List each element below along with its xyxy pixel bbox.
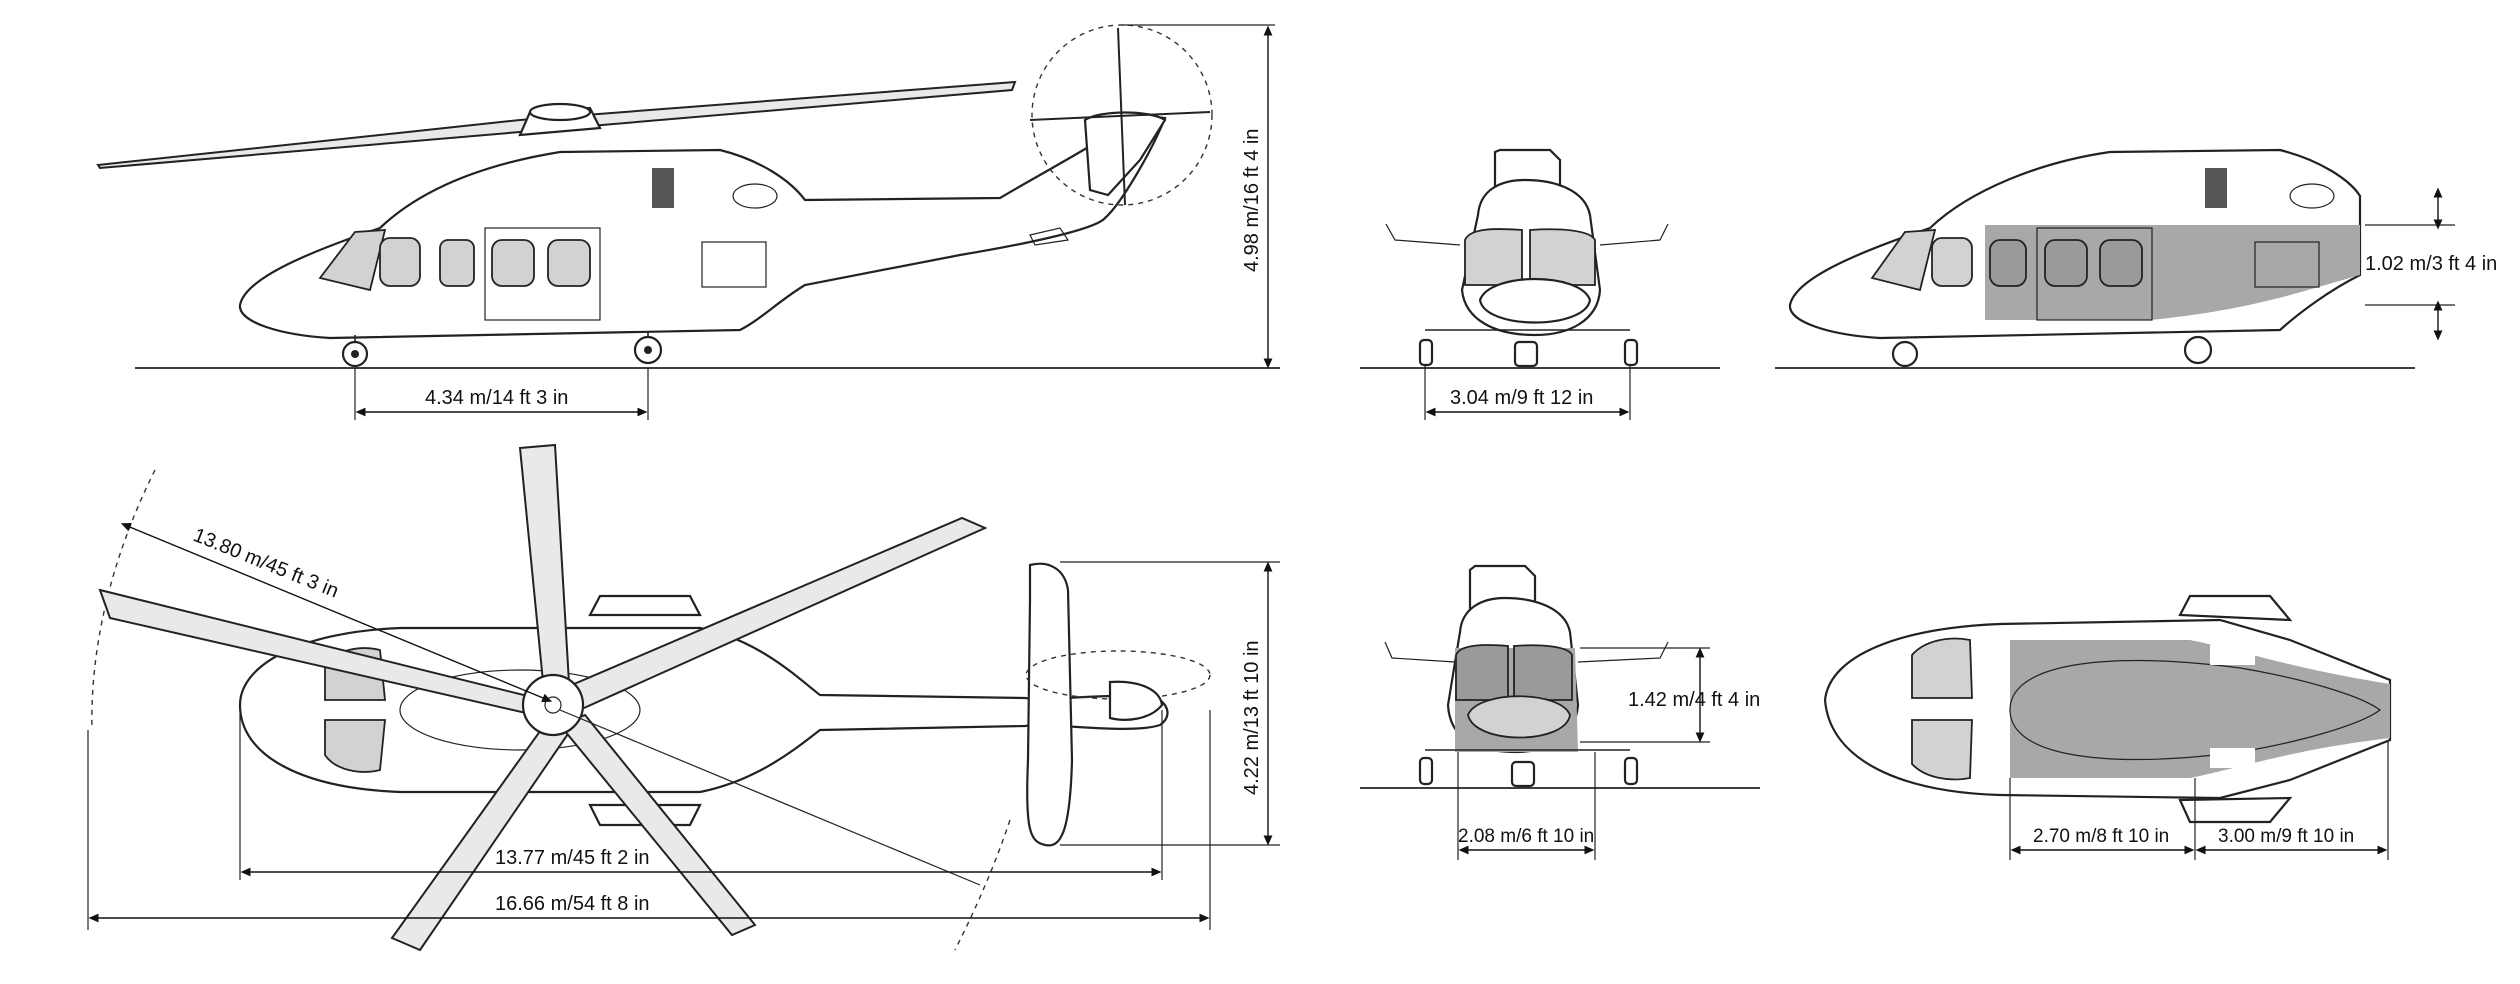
rotor-radius-extension	[559, 709, 981, 886]
stabilizer-right	[1599, 223, 1669, 246]
windshield-right	[1529, 228, 1596, 286]
rotor-radius-label: 13.80 m/45 ft 3 in	[190, 524, 342, 602]
tail-fin	[1083, 111, 1167, 197]
cockpit-window	[1870, 229, 1937, 292]
tail-rotor-disk-top	[1025, 650, 1211, 700]
cabin-volume-top	[2010, 640, 2390, 778]
cabin-cutout-top	[2210, 645, 2255, 665]
sponson-bottom	[2178, 796, 2293, 824]
top-cabin-view: 2.70 m/8 ft 10 in 3.00 m/9 ft 10 in	[1823, 594, 2392, 860]
right-wheel	[1623, 756, 1639, 786]
side-view: 4.98 m/16 ft 4 in 4.34 m/14 ft 3 in	[96, 24, 1280, 420]
side-cabin-view: 1.02 m/3 ft 4 in	[1775, 148, 2497, 369]
tail-rotor-gearbox	[1108, 680, 1164, 721]
horizontal-stabilizer	[1026, 562, 1074, 847]
cabin-window-1	[1989, 239, 2027, 287]
cabin-door	[484, 227, 601, 321]
cabin-width-label: 2.08 m/6 ft 10 in	[1458, 826, 1594, 847]
stabilizer-right	[1577, 641, 1669, 663]
cockpit-side-window	[1931, 237, 1973, 287]
cabin-window-2	[2044, 239, 2088, 287]
rotor-hub	[528, 102, 592, 122]
exhaust-grille	[2205, 168, 2227, 208]
front-view: 3.04 m/9 ft 12 in	[1360, 148, 1720, 420]
right-wheel	[1623, 338, 1639, 367]
engine-intake	[2289, 183, 2335, 209]
nose-wheel	[1510, 760, 1536, 788]
exhaust-grille	[652, 168, 674, 208]
rotor-disk-arc-right	[954, 819, 1011, 951]
main-wheel	[2183, 335, 2213, 365]
rotor-mast	[544, 696, 562, 714]
wheelbase-dimension-label: 4.34 m/14 ft 3 in	[425, 387, 568, 409]
front-cabin-view: 1.42 m/4 ft 4 in 2.08 m/6 ft 10 in	[1360, 564, 1760, 860]
fuselage-length-label: 13.77 m/45 ft 2 in	[495, 847, 650, 869]
cabin-floor-outline	[2009, 660, 2382, 760]
stabilizer-left	[1385, 223, 1461, 246]
tail-rotor-blade-h	[1029, 111, 1211, 121]
top-height-label: 4.22 m/13 ft 10 in	[1241, 640, 1263, 795]
cabin-window-3	[2099, 239, 2143, 287]
nose-wheel	[1513, 340, 1539, 368]
cabin-window-3	[547, 239, 591, 287]
cockpit-side-window	[379, 237, 421, 287]
nose-front	[1478, 278, 1592, 324]
sponson-top	[2178, 594, 2293, 622]
cabin-cutout-bottom	[2210, 748, 2255, 768]
cabin-window-1	[439, 239, 475, 287]
windshield-left	[1464, 228, 1523, 286]
rotor-hub-top	[521, 673, 585, 737]
baggage-door	[701, 241, 767, 288]
left-wheel	[1418, 338, 1434, 367]
cabin-length-aft-label: 3.00 m/9 ft 10 in	[2218, 826, 2354, 847]
windshield-right	[1513, 644, 1573, 701]
rotor-radius-line	[120, 523, 553, 702]
nose-wheel	[1891, 340, 1919, 368]
nose-wheel-hub	[351, 350, 359, 358]
sponson-top	[588, 594, 702, 617]
cabin-height-label: 1.42 m/4 ft 4 in	[1628, 689, 1760, 711]
nose-front	[1467, 695, 1571, 739]
engine-intake	[732, 183, 778, 209]
left-wheel	[1418, 756, 1434, 786]
cabin-window-2	[491, 239, 535, 287]
top-view: 13.80 m/45 ft 3 in 4.22 m/13 ft 10 in 13…	[87, 443, 1280, 952]
stabilizer	[1029, 227, 1070, 246]
cockpit-window	[318, 229, 387, 292]
track-dimension-label: 3.04 m/9 ft 12 in	[1450, 387, 1593, 409]
cabin-length-fwd-label: 2.70 m/8 ft 10 in	[2033, 826, 2169, 847]
tail-rotor-blade-v	[1117, 27, 1126, 206]
overall-length-label: 16.66 m/54 ft 8 in	[495, 893, 650, 915]
windshield-left	[1455, 644, 1509, 701]
door-height-label: 1.02 m/3 ft 4 in	[2365, 253, 2497, 275]
cockpit-window-right	[1911, 719, 1973, 781]
cabin-door	[2036, 227, 2153, 321]
baggage-door	[2254, 241, 2320, 288]
main-wheel-hub	[644, 346, 652, 354]
stabilizer-left	[1384, 641, 1456, 663]
cockpit-window-left	[1911, 637, 1973, 699]
cockpit-window-right	[324, 719, 386, 773]
height-dimension-label: 4.98 m/16 ft 4 in	[1241, 129, 1263, 272]
fuselage-side	[238, 113, 1167, 340]
